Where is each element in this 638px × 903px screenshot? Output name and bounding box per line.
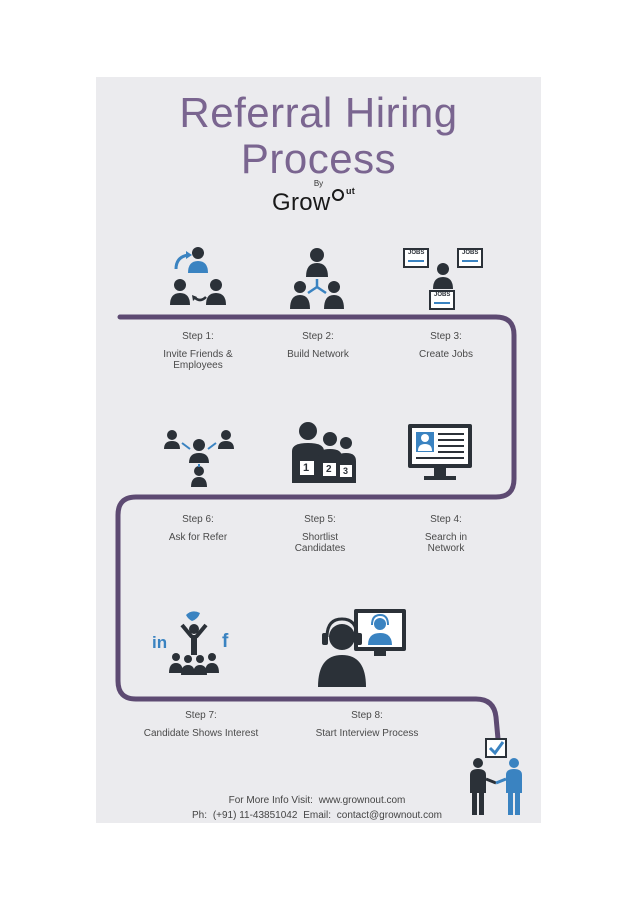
- step-5-number: Step 5:: [304, 514, 336, 525]
- jobs-label-1: JOBS: [408, 250, 425, 256]
- logo-superscript: ut: [346, 186, 356, 196]
- title-line-1: Referral Hiring: [179, 89, 458, 136]
- footer-info-line: For More Info Visit: www.grownout.com: [96, 795, 541, 806]
- footer-phone: (+91) 11-43851042: [212, 810, 298, 821]
- step-1-number: Step 1:: [182, 331, 214, 342]
- step-2: Step 2: Build Network: [268, 331, 368, 360]
- social-candidate-icon: in f: [152, 607, 238, 679]
- create-jobs-icon: JOBS JOBS JOBS: [402, 247, 484, 313]
- candidate-number-3: 3: [343, 466, 349, 476]
- search-network-monitor-icon: [408, 424, 472, 480]
- ask-for-refer-icon: [164, 430, 234, 487]
- footer-contact-line: Ph: (+91) 11-43851042 Email: contact@gro…: [96, 810, 541, 821]
- logo-o-icon: [332, 189, 344, 201]
- interview-process-icon: [318, 609, 406, 687]
- step-6-text: Ask for Refer: [168, 532, 228, 543]
- infographic-poster: Referral Hiring Process By Grow ut: [96, 77, 541, 823]
- candidate-number-1: 1: [303, 462, 310, 474]
- step-8: Step 8: Start Interview Process: [292, 710, 442, 739]
- footer-phone-label: Ph:: [192, 810, 208, 821]
- build-network-icon: [290, 248, 344, 309]
- step-7-number: Step 7:: [185, 710, 217, 721]
- footer-email-link[interactable]: contact@grownout.com: [336, 810, 442, 821]
- step-6: Step 6: Ask for Refer: [148, 514, 248, 543]
- by-label: By: [313, 179, 324, 188]
- step-5: Step 5: Shortlist Candidates: [280, 514, 360, 554]
- step-7-text: Candidate Shows Interest: [143, 728, 259, 739]
- footer-email-label: Email:: [303, 810, 331, 821]
- process-path: [115, 314, 517, 742]
- candidate-number-2: 2: [326, 464, 332, 475]
- step-1: Step 1: Invite Friends & Employees: [148, 331, 248, 371]
- jobs-label-3: JOBS: [434, 292, 451, 298]
- linkedin-icon: in: [152, 633, 168, 652]
- step-2-text: Build Network: [287, 349, 349, 360]
- step-3-number: Step 3:: [430, 331, 462, 342]
- step-6-number: Step 6:: [182, 514, 214, 525]
- footer-website-link[interactable]: www.grownout.com: [318, 795, 406, 806]
- step-4-number: Step 4:: [430, 514, 462, 525]
- invite-people-icon: [170, 247, 226, 305]
- step-3: Step 3: Create Jobs: [396, 331, 496, 360]
- step-1-text: Invite Friends & Employees: [163, 349, 233, 371]
- step-2-number: Step 2:: [302, 331, 334, 342]
- grownout-logo: Grow ut: [272, 186, 355, 217]
- shortlist-candidates-icon: 1 2 3: [286, 421, 358, 487]
- step-3-text: Create Jobs: [419, 349, 473, 360]
- step-8-text: Start Interview Process: [315, 728, 419, 739]
- footer-info-label: For More Info Visit:: [228, 795, 313, 806]
- step-4-text: Search in Network: [424, 532, 468, 554]
- title-line-2: Process: [240, 135, 397, 182]
- step-7: Step 7: Candidate Shows Interest: [126, 710, 276, 739]
- jobs-label-2: JOBS: [462, 250, 479, 256]
- step-8-number: Step 8:: [351, 710, 383, 721]
- handshake-checkmark-icon: [470, 738, 522, 815]
- step-5-text: Shortlist Candidates: [294, 532, 346, 554]
- facebook-icon: f: [222, 631, 229, 652]
- step-4: Step 4: Search in Network: [406, 514, 486, 554]
- logo-text: Grow: [272, 189, 331, 216]
